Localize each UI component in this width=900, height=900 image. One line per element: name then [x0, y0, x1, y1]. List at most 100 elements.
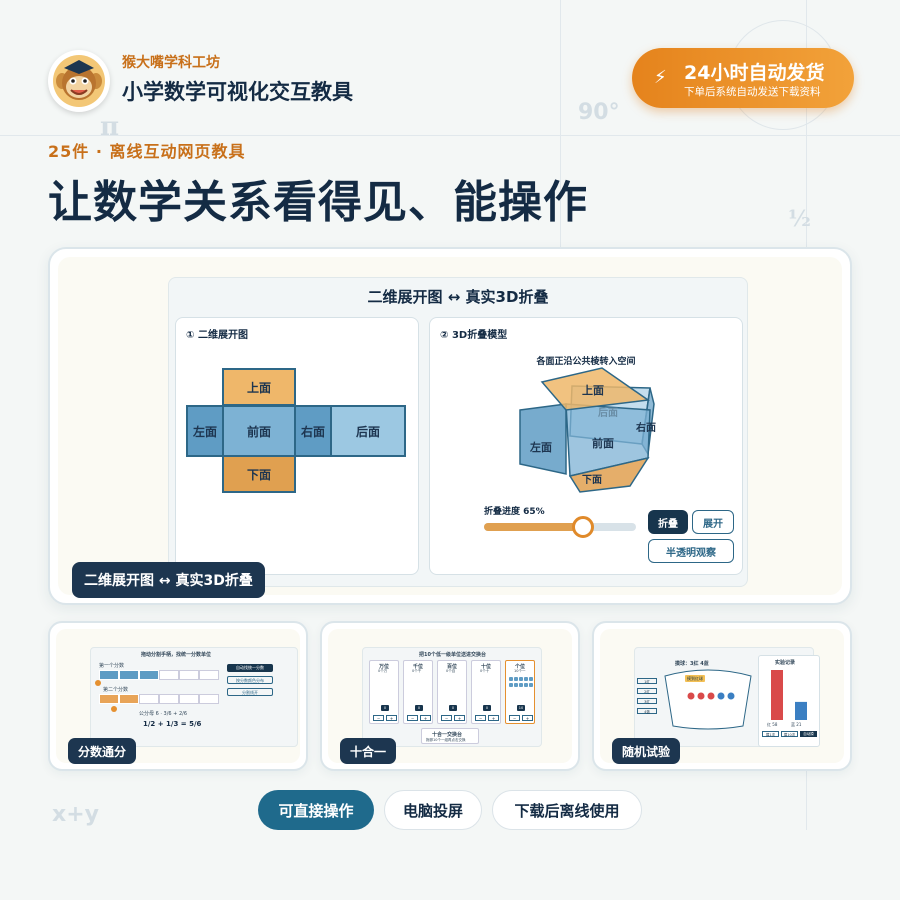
draw-once-button[interactable]: 摸1次: [762, 731, 779, 737]
place-value-minus-button[interactable]: −: [407, 715, 418, 721]
product-subtitle: 小学数学可视化交互教具: [122, 80, 353, 104]
exchange-title: 十合一交换台: [432, 732, 463, 738]
brand-logo: [48, 50, 110, 112]
place-value-minus-button[interactable]: −: [441, 715, 452, 721]
fraction-btn-color[interactable]: 按分数颜色分布: [227, 676, 273, 684]
slider-knob[interactable]: [571, 516, 594, 538]
card-random-label: 随机试验: [612, 738, 681, 764]
main-card-label: 二维展开图 ↔ 真实3D折叠: [72, 562, 265, 598]
exchange-subtitle: 拖够10个一组再点击交换: [426, 738, 466, 742]
unit-blocks[interactable]: [509, 677, 533, 687]
auto-draw-button[interactable]: 自动摸: [800, 731, 817, 737]
fraction-app-preview: 拖动分割手柄，找统一分数单位 第一个分数 第二个分数 公分母 6 · 3/6 +…: [90, 647, 298, 747]
unit-block[interactable]: [519, 682, 523, 687]
fold-face-left-label: 左面: [530, 441, 552, 454]
place-value-count: 0: [381, 705, 389, 711]
card-fraction-label: 分数通分: [68, 738, 137, 764]
fraction-title: 拖动分割手柄，找统一分数单位: [141, 652, 212, 658]
unit-block[interactable]: [529, 682, 533, 687]
side-btn-4[interactable]: 4蓝: [637, 708, 657, 714]
place-value-minus-button[interactable]: −: [475, 715, 486, 721]
bg-grid-line: [0, 135, 900, 136]
net-face-bottom[interactable]: 下面: [222, 455, 296, 493]
draw-ten-button[interactable]: 摸10次: [781, 731, 798, 737]
record-bar-chart: [771, 670, 807, 720]
unfold-button[interactable]: 展开: [692, 510, 734, 534]
net-face-front[interactable]: 前面: [222, 405, 296, 457]
card-random-experiment[interactable]: 摸球：3红 4蓝 摸到红球 1红 2红 3红 4蓝 实验记录 红 58 蓝 21…: [592, 621, 852, 771]
delivery-title: 24小时自动发货: [684, 62, 825, 84]
side-btn-2[interactable]: 2红: [637, 688, 657, 694]
headline: 让数学关系看得见、能操作: [48, 177, 588, 228]
place-value-sub: 10个一: [514, 669, 526, 673]
transparent-view-button[interactable]: 半透明观察: [648, 539, 734, 563]
bg-grid-line: [806, 0, 807, 250]
card-fraction[interactable]: 拖动分割手柄，找统一分数单位 第一个分数 第二个分数 公分母 6 · 3/6 +…: [48, 621, 308, 771]
split-handle-2[interactable]: [111, 706, 117, 712]
bar-label-blue: 蓝 21: [791, 722, 802, 727]
lightning-icon: ⚡: [654, 67, 667, 88]
place-value-plus-button[interactable]: +: [488, 715, 499, 721]
tagline: 25件 · 离线互动网页教具: [48, 142, 246, 161]
place-value-minus-button[interactable]: −: [509, 715, 520, 721]
fraction-info: 公分母 6 · 3/6 + 2/6: [139, 711, 188, 717]
delivery-badge: ⚡ 24小时自动发货 下单后系统自动发送下载资料: [632, 48, 854, 108]
record-bar: [795, 701, 807, 720]
unit-block[interactable]: [514, 677, 518, 681]
net-panel: ① 二维展开图 上面 左面 前面 右面 后面 下面: [175, 317, 419, 575]
place-value-plus-button[interactable]: +: [522, 715, 533, 721]
bar-label-red: 红 58: [767, 722, 778, 727]
unit-block[interactable]: [524, 677, 528, 681]
fraction-bar-2[interactable]: [99, 694, 219, 704]
place-value-count: 0: [449, 705, 457, 711]
slider-fill: [484, 523, 583, 531]
unit-block[interactable]: [509, 677, 513, 681]
place-value-plus-button[interactable]: +: [420, 715, 431, 721]
side-btn-3[interactable]: 3红: [637, 698, 657, 704]
net-face-top[interactable]: 上面: [222, 368, 296, 406]
fraction-bar-1[interactable]: [99, 670, 219, 680]
experiment-record-panel: 实验记录 红 58 蓝 21 摸1次 摸10次 自动摸: [758, 655, 820, 747]
pill-offline-use[interactable]: 下载后离线使用: [492, 790, 642, 830]
place-value-plus-button[interactable]: +: [454, 715, 465, 721]
fraction-btn-split[interactable]: 分割线开: [227, 688, 273, 696]
delivery-subtitle: 下单后系统自动发送下载资料: [684, 86, 821, 98]
bg-grid-line: [806, 770, 807, 830]
pill-direct-operation[interactable]: 可直接操作: [258, 790, 374, 830]
ball-bag[interactable]: [661, 666, 755, 730]
bg-half: ½: [788, 206, 811, 232]
unit-block[interactable]: [529, 677, 533, 681]
place-value-minus-button[interactable]: −: [373, 715, 384, 721]
unit-block[interactable]: [524, 682, 528, 687]
fold-button[interactable]: 折叠: [648, 510, 688, 534]
exchange-station[interactable]: 十合一交换台 拖够10个一组再点击交换: [421, 728, 479, 744]
pill-screen-projection[interactable]: 电脑投屏: [384, 790, 482, 830]
unit-block[interactable]: [514, 682, 518, 687]
place-value-count: 0: [483, 705, 491, 711]
fold-progress-label: 折叠进度 65%: [484, 507, 545, 517]
split-handle-1[interactable]: [95, 680, 101, 686]
folded-cube-model[interactable]: [510, 364, 670, 494]
place-value-plus-button[interactable]: +: [386, 715, 397, 721]
net-face-back[interactable]: 后面: [330, 405, 406, 457]
card-ten-label: 十合一: [340, 738, 397, 764]
place-value-sub: 0个千: [412, 669, 422, 673]
net-face-left[interactable]: 左面: [186, 405, 224, 457]
fold-face-front-label: 前面: [592, 437, 614, 450]
side-btn-1[interactable]: 1红: [637, 678, 657, 684]
fold-panel: ② 3D折叠模型 各面正沿公共棱转入空间 上面 后面 右面 左面 前面 下面 折…: [429, 317, 743, 575]
fold-progress-slider[interactable]: [484, 516, 636, 538]
fraction-btn-auto[interactable]: 自动找统一分数: [227, 664, 273, 672]
net-face-right[interactable]: 右面: [294, 405, 332, 457]
app-title: 二维展开图 ↔ 真实3D折叠: [367, 288, 549, 306]
place-value-count: 0: [415, 705, 423, 711]
unit-block[interactable]: [509, 682, 513, 687]
unit-block[interactable]: [519, 677, 523, 681]
